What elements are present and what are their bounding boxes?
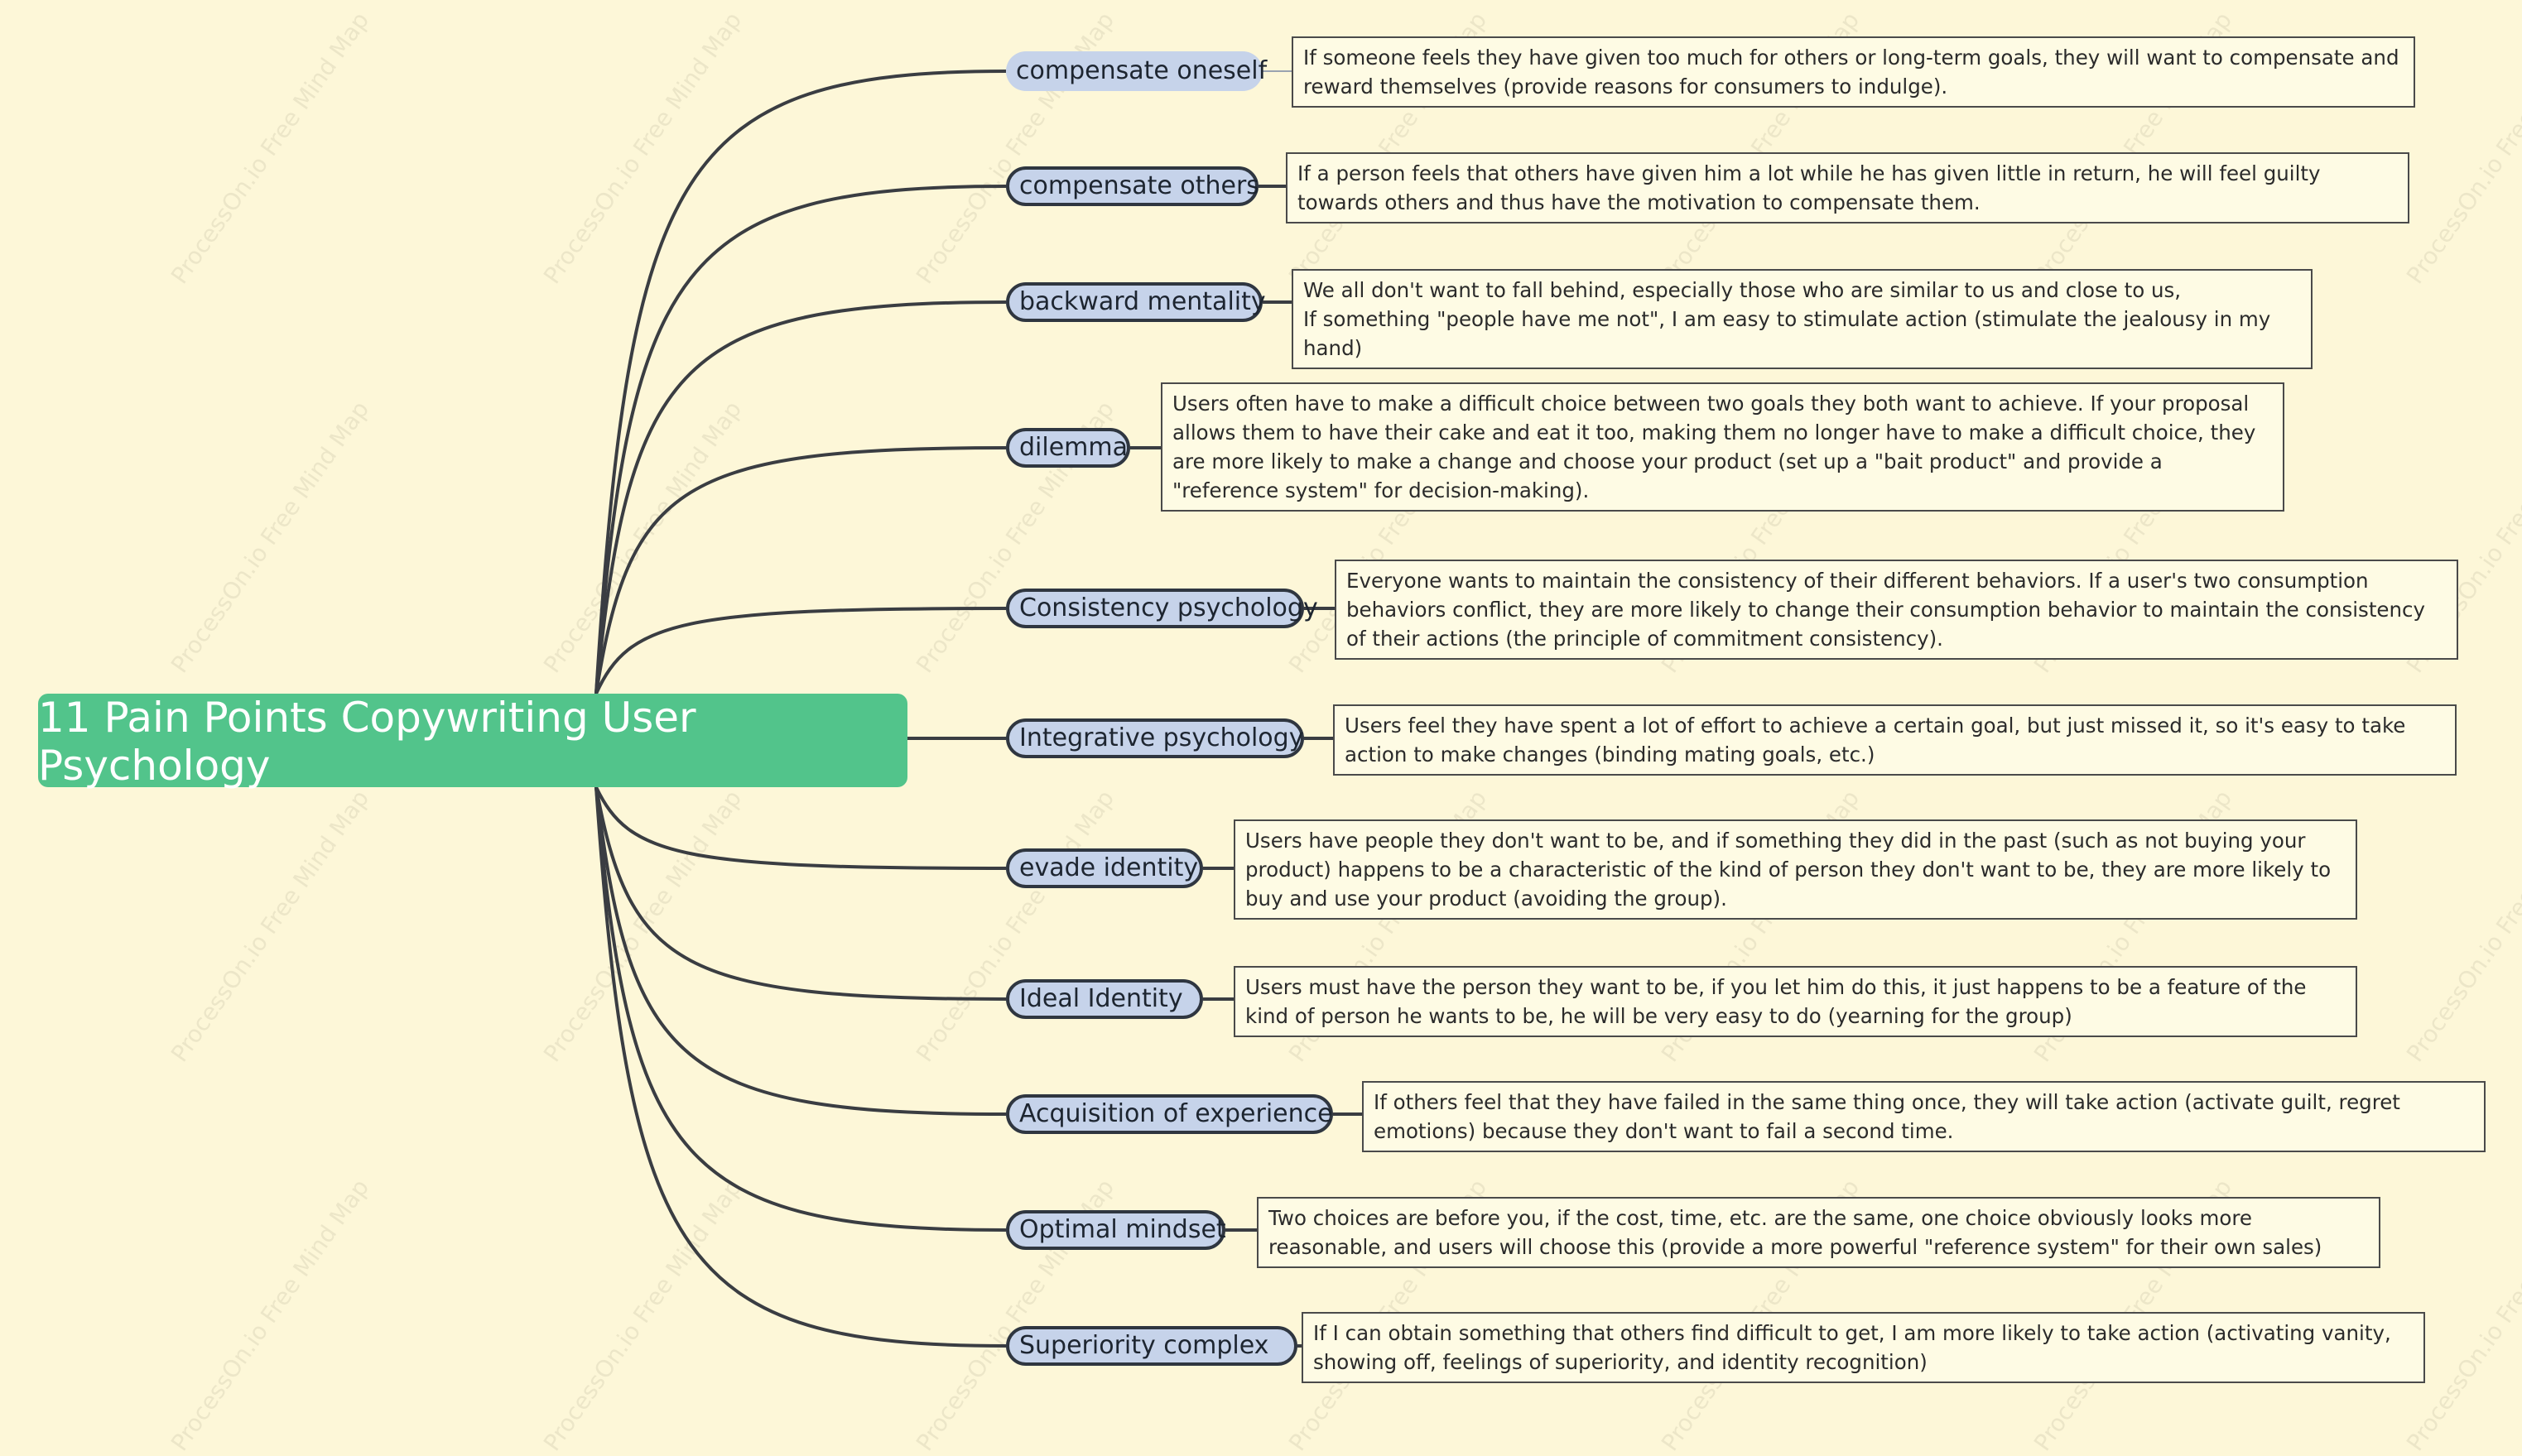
- topic-consistency-psychology[interactable]: Consistency psychology: [1006, 589, 1318, 628]
- topic-dilemma[interactable]: dilemma: [1006, 428, 1130, 468]
- topic-label: Optimal mindset: [1019, 1215, 1226, 1244]
- topic-note: If others feel that they have failed in …: [1362, 1081, 2486, 1152]
- topic-note: If someone feels they have given too muc…: [1292, 36, 2415, 108]
- connector-lines: [594, 70, 1362, 1348]
- topic-label: compensate others: [1019, 171, 1259, 200]
- topic-label: evade identity: [1019, 853, 1199, 882]
- root-topic[interactable]: 11 Pain Points Copywriting User Psycholo…: [38, 693, 907, 790]
- branch-line: [594, 185, 1007, 694]
- topic-note: We all don't want to fall behind, especi…: [1292, 269, 2313, 369]
- branch-line: [594, 786, 1007, 1116]
- topic-integrative-psychology[interactable]: Integrative psychology: [1006, 718, 1304, 758]
- topic-note: Everyone wants to maintain the consisten…: [1335, 560, 2458, 660]
- topic-label: dilemma: [1019, 433, 1129, 462]
- topic-backward-mentality[interactable]: backward mentality: [1006, 282, 1266, 322]
- branch-line: [594, 786, 1007, 1348]
- topic-optimal-mindset[interactable]: Optimal mindset: [1006, 1210, 1226, 1250]
- branch-line: [594, 70, 1007, 694]
- topic-note: Users feel they have spent a lot of effo…: [1333, 704, 2457, 776]
- topic-label: backward mentality: [1019, 287, 1266, 316]
- topic-compensate-others[interactable]: compensate others: [1006, 166, 1259, 206]
- topic-acquisition-of-experience[interactable]: Acquisition of experience: [1006, 1094, 1333, 1134]
- branch-line: [594, 786, 1007, 1001]
- topic-compensate-oneself[interactable]: compensate oneself: [1006, 51, 1267, 91]
- branch-line: [594, 300, 1007, 694]
- topic-note: Users must have the person they want to …: [1234, 966, 2357, 1037]
- branch-line: [594, 446, 1007, 694]
- branch-line: [594, 607, 1007, 694]
- topic-ideal-identity[interactable]: Ideal Identity: [1006, 979, 1203, 1019]
- topic-label: Superiority complex: [1019, 1331, 1269, 1360]
- topic-label: Ideal Identity: [1019, 984, 1183, 1013]
- topic-label: Acquisition of experience: [1019, 1099, 1333, 1128]
- root-title: 11 Pain Points Copywriting User Psycholo…: [38, 693, 696, 790]
- branch-line: [594, 786, 1007, 1232]
- topic-note: Two choices are before you, if the cost,…: [1257, 1197, 2380, 1268]
- branch-line: [594, 786, 1007, 870]
- topic-note: Users often have to make a difficult cho…: [1161, 382, 2284, 512]
- topic-label: Integrative psychology: [1019, 723, 1304, 752]
- topic-label: compensate oneself: [1016, 56, 1268, 85]
- topic-note: If a person feels that others have given…: [1286, 152, 2409, 223]
- topic-label: Consistency psychology: [1019, 593, 1318, 622]
- topic-note: Users have people they don't want to be,…: [1234, 819, 2357, 920]
- topic-evade-identity[interactable]: evade identity: [1006, 848, 1203, 888]
- topic-note: If I can obtain something that others fi…: [1302, 1312, 2425, 1383]
- topic-superiority-complex[interactable]: Superiority complex: [1006, 1326, 1297, 1366]
